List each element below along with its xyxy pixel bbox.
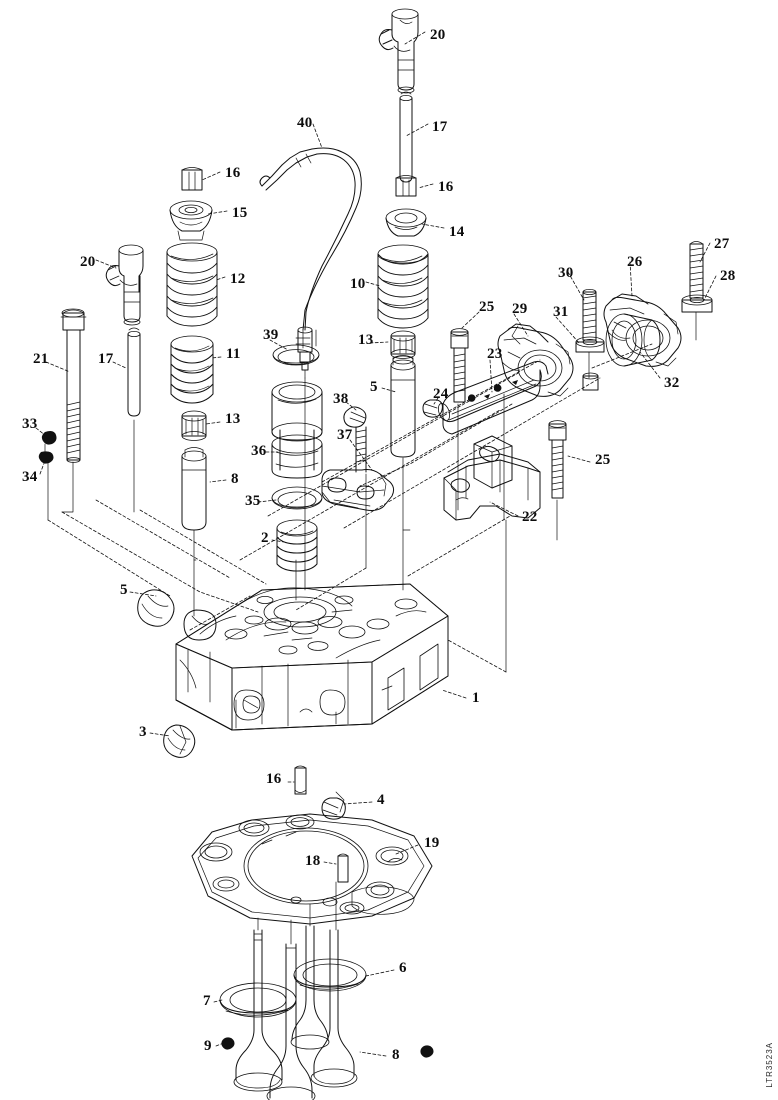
valve-spring-seat-left-art: [182, 411, 206, 441]
rocker-shaft-art: [436, 362, 548, 435]
injector-fuel-line-art: [260, 148, 361, 378]
head-bolt-long-art: [61, 309, 86, 462]
rocker-arm-support-art: [444, 436, 540, 520]
callout-15-retainer-left: 15: [232, 205, 248, 221]
callout-10-spring-right: 10: [350, 276, 366, 292]
dowel-sleeve-art: [295, 766, 306, 794]
core-plug-left-art: [138, 590, 174, 626]
callout-30-adjusting-screw: 30: [558, 265, 574, 281]
callout-8-exhaust-valve: 8: [392, 1047, 400, 1063]
bracket-bolt-upper-art: [451, 329, 468, 402]
dowel-pins-art: [38, 431, 57, 464]
callout-39-seal-ring: 39: [263, 327, 279, 343]
callout-7-seal-intake: 7: [203, 993, 211, 1009]
callout-16-cotter-left: 16: [225, 165, 241, 181]
thermostat-housing-seal-art: [164, 725, 195, 757]
callout-18-head-gasket: 18: [305, 853, 321, 869]
callout-38-clamp-bolt: 38: [333, 391, 349, 407]
callout-27-stud: 27: [714, 236, 730, 252]
callout-40-fuel-line: 40: [297, 115, 313, 131]
callout-6-seal-exhaust: 6: [399, 960, 407, 976]
valve-cotter-left-art: [182, 168, 202, 191]
valve-stem-seal-intake-art: [220, 983, 296, 1017]
callout-21-head-bolt: 21: [33, 351, 49, 367]
callout-5-core-plug: 5: [120, 582, 128, 598]
callout-9-intake-valve: 9: [204, 1038, 212, 1054]
push-rod-left-art: [128, 328, 140, 416]
rocker-arm-bracket-art: [498, 324, 573, 396]
callout-22-rocker-support: 22: [522, 509, 538, 525]
callout-16-cotter-right: 16: [438, 179, 454, 195]
callout-12-spring-left: 12: [230, 271, 246, 287]
callout-13-seat-right: 13: [358, 332, 374, 348]
callout-13-seat-left: 13: [225, 411, 241, 427]
callout-24-shaft-plug: 24: [433, 386, 449, 402]
valve-retainer-right-art: [386, 209, 426, 236]
bracket-bolt-lower-art: [549, 421, 566, 498]
injector-sleeve-tube-art: [391, 356, 415, 458]
callout-1-cylinder-head: 1: [472, 690, 480, 706]
callout-3-housing-seal: 3: [139, 724, 147, 740]
injector-sleeve-lower-art: [277, 520, 317, 571]
callout-8-tappet: 8: [231, 471, 239, 487]
outer-valve-spring-left-art: [167, 243, 217, 326]
callout-4-plug-fitting: 4: [377, 792, 385, 808]
callout-36-injector-sleeve: 36: [251, 443, 267, 459]
callout-33-pin-small: 33: [22, 416, 38, 432]
rocker-arm-left-art: [106, 245, 143, 325]
callout-19-gasket-hole: 19: [424, 835, 440, 851]
callout-35-seal-washer: 35: [245, 493, 261, 509]
rocker-shaft-plug-art: [423, 400, 442, 417]
callout-5-sleeve-bolt: 5: [370, 379, 378, 395]
outer-valve-spring-right-art: [378, 245, 428, 328]
callout-16-dowel-sleeve: 16: [266, 771, 282, 787]
drawing-watermark: LTR3523A: [765, 1042, 774, 1088]
head-gasket-art: [192, 814, 432, 924]
valve-collets-art: [221, 1037, 434, 1058]
valve-set-art: [234, 926, 357, 1100]
callout-26-bracket-rear: 26: [627, 254, 643, 270]
valve-tappet-left-art: [182, 448, 206, 531]
callout-25-bolt-lower: 25: [595, 452, 611, 468]
callout-32-bushing: 32: [664, 375, 680, 391]
callout-20-rocker-left: 20: [80, 254, 96, 270]
injector-seal-ring-art: [273, 345, 319, 365]
injector-clamp-assembly-art: [322, 407, 394, 511]
valve-spring-seat-right-art: [391, 331, 415, 359]
injector-seal-washer-art: [272, 487, 322, 509]
callout-28-lock-nut: 28: [720, 268, 736, 284]
callout-17-push-rod-left: 17: [98, 351, 114, 367]
callout-37-injector-clamp: 37: [337, 427, 353, 443]
callout-14-retainer-right: 14: [449, 224, 465, 240]
inner-valve-spring-left-art: [171, 336, 213, 403]
callout-11-inner-spring: 11: [226, 346, 241, 362]
callout-17-push-rod-right: 17: [432, 119, 448, 135]
cylinder-head-art: [176, 584, 448, 730]
adjusting-screw-art: [576, 289, 604, 390]
rocker-bracket-rear-art: [604, 294, 681, 366]
callout-31-lock-nut-adj: 31: [553, 304, 569, 320]
leader-lines: [36, 32, 716, 1056]
valve-cotter-right-art: [396, 176, 416, 197]
push-rod-right-art: [400, 92, 412, 182]
injector-sleeve-art: [272, 382, 322, 478]
callout-34-dowel-pin: 34: [22, 469, 38, 485]
stud-bolt-art: [682, 242, 712, 341]
assembly-projection-lines: [48, 344, 652, 944]
callout-25-bolt-upper: 25: [479, 299, 495, 315]
rocker-arm-upper-art: [379, 9, 418, 93]
callout-23-rocker-shaft: 23: [487, 346, 503, 362]
valve-retainer-left-art: [170, 201, 212, 240]
callout-29-rocker-bracket: 29: [512, 301, 528, 317]
callout-20-upper: 20: [430, 27, 446, 43]
callout-2-sleeve-lower: 2: [261, 530, 269, 546]
